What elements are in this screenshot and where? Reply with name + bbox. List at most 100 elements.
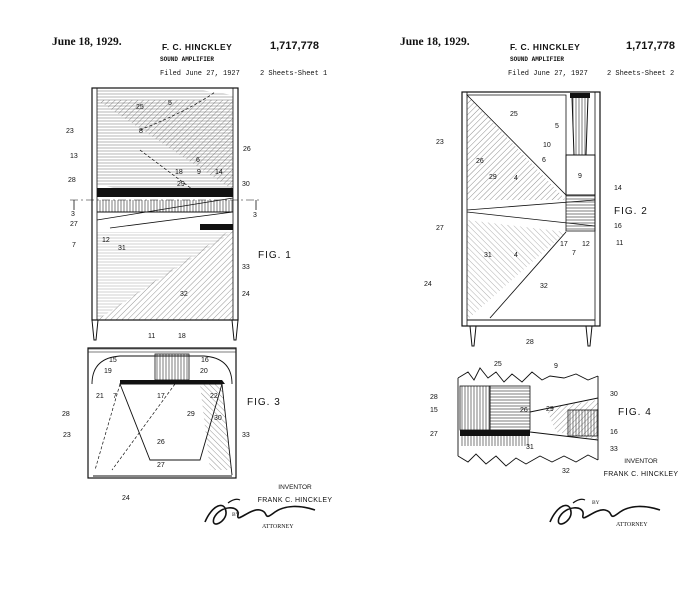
ref-numeral: 4: [514, 175, 518, 182]
inventor-name: FRANK C. HINCKLEY: [257, 497, 333, 504]
attorney-label: ATTORNEY: [616, 522, 648, 528]
patent-date: June 18, 1929.: [52, 36, 122, 48]
ref-numeral: 23: [66, 128, 74, 135]
fig1-cabinet: [70, 87, 260, 341]
sheet-1: June 18, 1929. F. C. HINCKLEY 1,717,778 …: [52, 36, 350, 530]
fig2-cabinet: [461, 91, 601, 347]
ref-numeral: 25: [510, 111, 518, 118]
ref-numeral: 12: [582, 241, 590, 248]
ref-numeral: 9: [197, 169, 201, 176]
ref-numeral: 31: [118, 245, 126, 252]
ref-numeral: 7: [72, 242, 76, 249]
ref-numeral: 27: [430, 431, 438, 438]
ref-numeral: 27: [157, 462, 165, 469]
ref-numeral: 24: [242, 291, 250, 298]
ref-numeral: 32: [540, 283, 548, 290]
ref-numeral: 33: [610, 446, 618, 453]
ref-numeral: 16: [614, 223, 622, 230]
patent-title: SOUND AMPLIFIER: [160, 56, 215, 63]
fig3-labels: 11 18 15 16 19 20 21 7 17 22 28 29 30 23…: [62, 333, 281, 502]
ref-numeral: 18: [175, 169, 183, 176]
ref-numeral: 3: [253, 212, 257, 219]
fig4-labels: 25 9 28 30 15 26 29 16 27 31 33 32 FIG. …: [430, 361, 652, 475]
inventor-caption: INVENTOR: [278, 484, 312, 491]
ref-numeral: 27: [70, 221, 78, 228]
fig1-labels: 25 5 23 8 26 13 6 18 9 14 28 29 30 3 3 2…: [66, 100, 292, 298]
ref-numeral: 23: [63, 432, 71, 439]
ref-numeral: 5: [555, 123, 559, 130]
sheet-count: 2 Sheets-Sheet 1: [260, 70, 328, 78]
fig4-drawing: [457, 367, 599, 467]
ref-numeral: 30: [610, 391, 618, 398]
fig3-drawing: [87, 347, 237, 479]
patent-filed-date: Filed June 27, 1927: [508, 70, 588, 78]
ref-numeral: 25: [136, 104, 144, 111]
ref-numeral: 16: [201, 357, 209, 364]
ref-numeral: 24: [122, 495, 130, 502]
ref-numeral: 23: [436, 139, 444, 146]
fig1-drawing: 25 5 23 8 26 13 6 18 9 14 28 29 30 3 3 2…: [62, 87, 316, 525]
patent-date: June 18, 1929.: [400, 36, 470, 48]
fig1-label: FIG. 1: [258, 250, 292, 261]
ref-numeral: 29: [546, 406, 554, 413]
patent-title: SOUND AMPLIFIER: [510, 56, 565, 63]
ref-numeral: 22: [210, 393, 218, 400]
inventor-block: INVENTOR FRANK C. HINCKLEY: [240, 484, 350, 504]
ref-numeral: 33: [242, 432, 250, 439]
ref-numeral: 14: [215, 169, 223, 176]
ref-numeral: 28: [526, 339, 534, 346]
inventor-caption: INVENTOR: [624, 458, 658, 465]
ref-numeral: 6: [542, 157, 546, 164]
sheet-2: June 18, 1929. F. C. HINCKLEY 1,717,778 …: [350, 0, 700, 605]
ref-numeral: 4: [514, 252, 518, 259]
ref-numeral: 10: [543, 142, 551, 149]
ref-numeral: 7: [113, 393, 117, 400]
fig3-label: FIG. 3: [247, 397, 281, 408]
patent-number: 1,717,778: [626, 40, 675, 52]
fig2-labels: 25 5 23 10 26 6 9 29 4 14 27 16 17 12 11…: [424, 111, 648, 346]
ref-numeral: 31: [484, 252, 492, 259]
ref-numeral: 11: [148, 333, 155, 340]
attorney-label: ATTORNEY: [262, 524, 294, 530]
ref-numeral: 13: [70, 153, 78, 160]
attorney-signature: [549, 498, 661, 525]
ref-numeral: 20: [200, 368, 208, 375]
ref-numeral: 15: [109, 357, 117, 364]
ref-numeral: 29: [489, 174, 497, 181]
fig2-drawing: 25 5 23 10 26 6 9 29 4 14 27 16 17 12 11…: [424, 91, 661, 525]
ref-numeral: 14: [614, 185, 622, 192]
ref-numeral: 30: [242, 181, 250, 188]
inventor-block: INVENTOR FRANK C. HINCKLEY: [586, 458, 696, 478]
ref-numeral: 27: [436, 225, 444, 232]
ref-numeral: 28: [68, 177, 76, 184]
ref-numeral: 3: [71, 211, 75, 218]
ref-numeral: 21: [96, 393, 104, 400]
ref-numeral: 6: [196, 157, 200, 164]
ref-numeral: 19: [104, 368, 112, 375]
ref-numeral: 26: [157, 439, 165, 446]
ref-numeral: 28: [62, 411, 70, 418]
ref-numeral: 32: [180, 291, 188, 298]
ref-numeral: 30: [214, 415, 222, 422]
ref-numeral: 25: [494, 361, 502, 368]
ref-numeral: 29: [177, 181, 185, 188]
ref-numeral: 5: [168, 100, 172, 107]
by-label: BY: [232, 512, 240, 518]
ref-numeral: 9: [578, 173, 582, 180]
patent-inventor: F. C. HINCKLEY: [510, 42, 581, 52]
fig2-label: FIG. 2: [614, 206, 648, 217]
ref-numeral: 17: [560, 241, 568, 248]
ref-numeral: 9: [554, 363, 558, 370]
sheet-count: 2 Sheets-Sheet 2: [607, 70, 675, 78]
patent-filed-date: Filed June 27, 1927: [160, 70, 240, 78]
ref-numeral: 24: [424, 281, 432, 288]
ref-numeral: 17: [157, 393, 165, 400]
ref-numeral: 26: [476, 158, 484, 165]
fig4-label: FIG. 4: [618, 407, 652, 418]
ref-numeral: 16: [610, 429, 618, 436]
ref-numeral: 12: [102, 237, 110, 244]
ref-numeral: 26: [243, 146, 251, 153]
ref-numeral: 11: [616, 240, 623, 247]
ref-numeral: 28: [430, 394, 438, 401]
ref-numeral: 15: [430, 407, 438, 414]
